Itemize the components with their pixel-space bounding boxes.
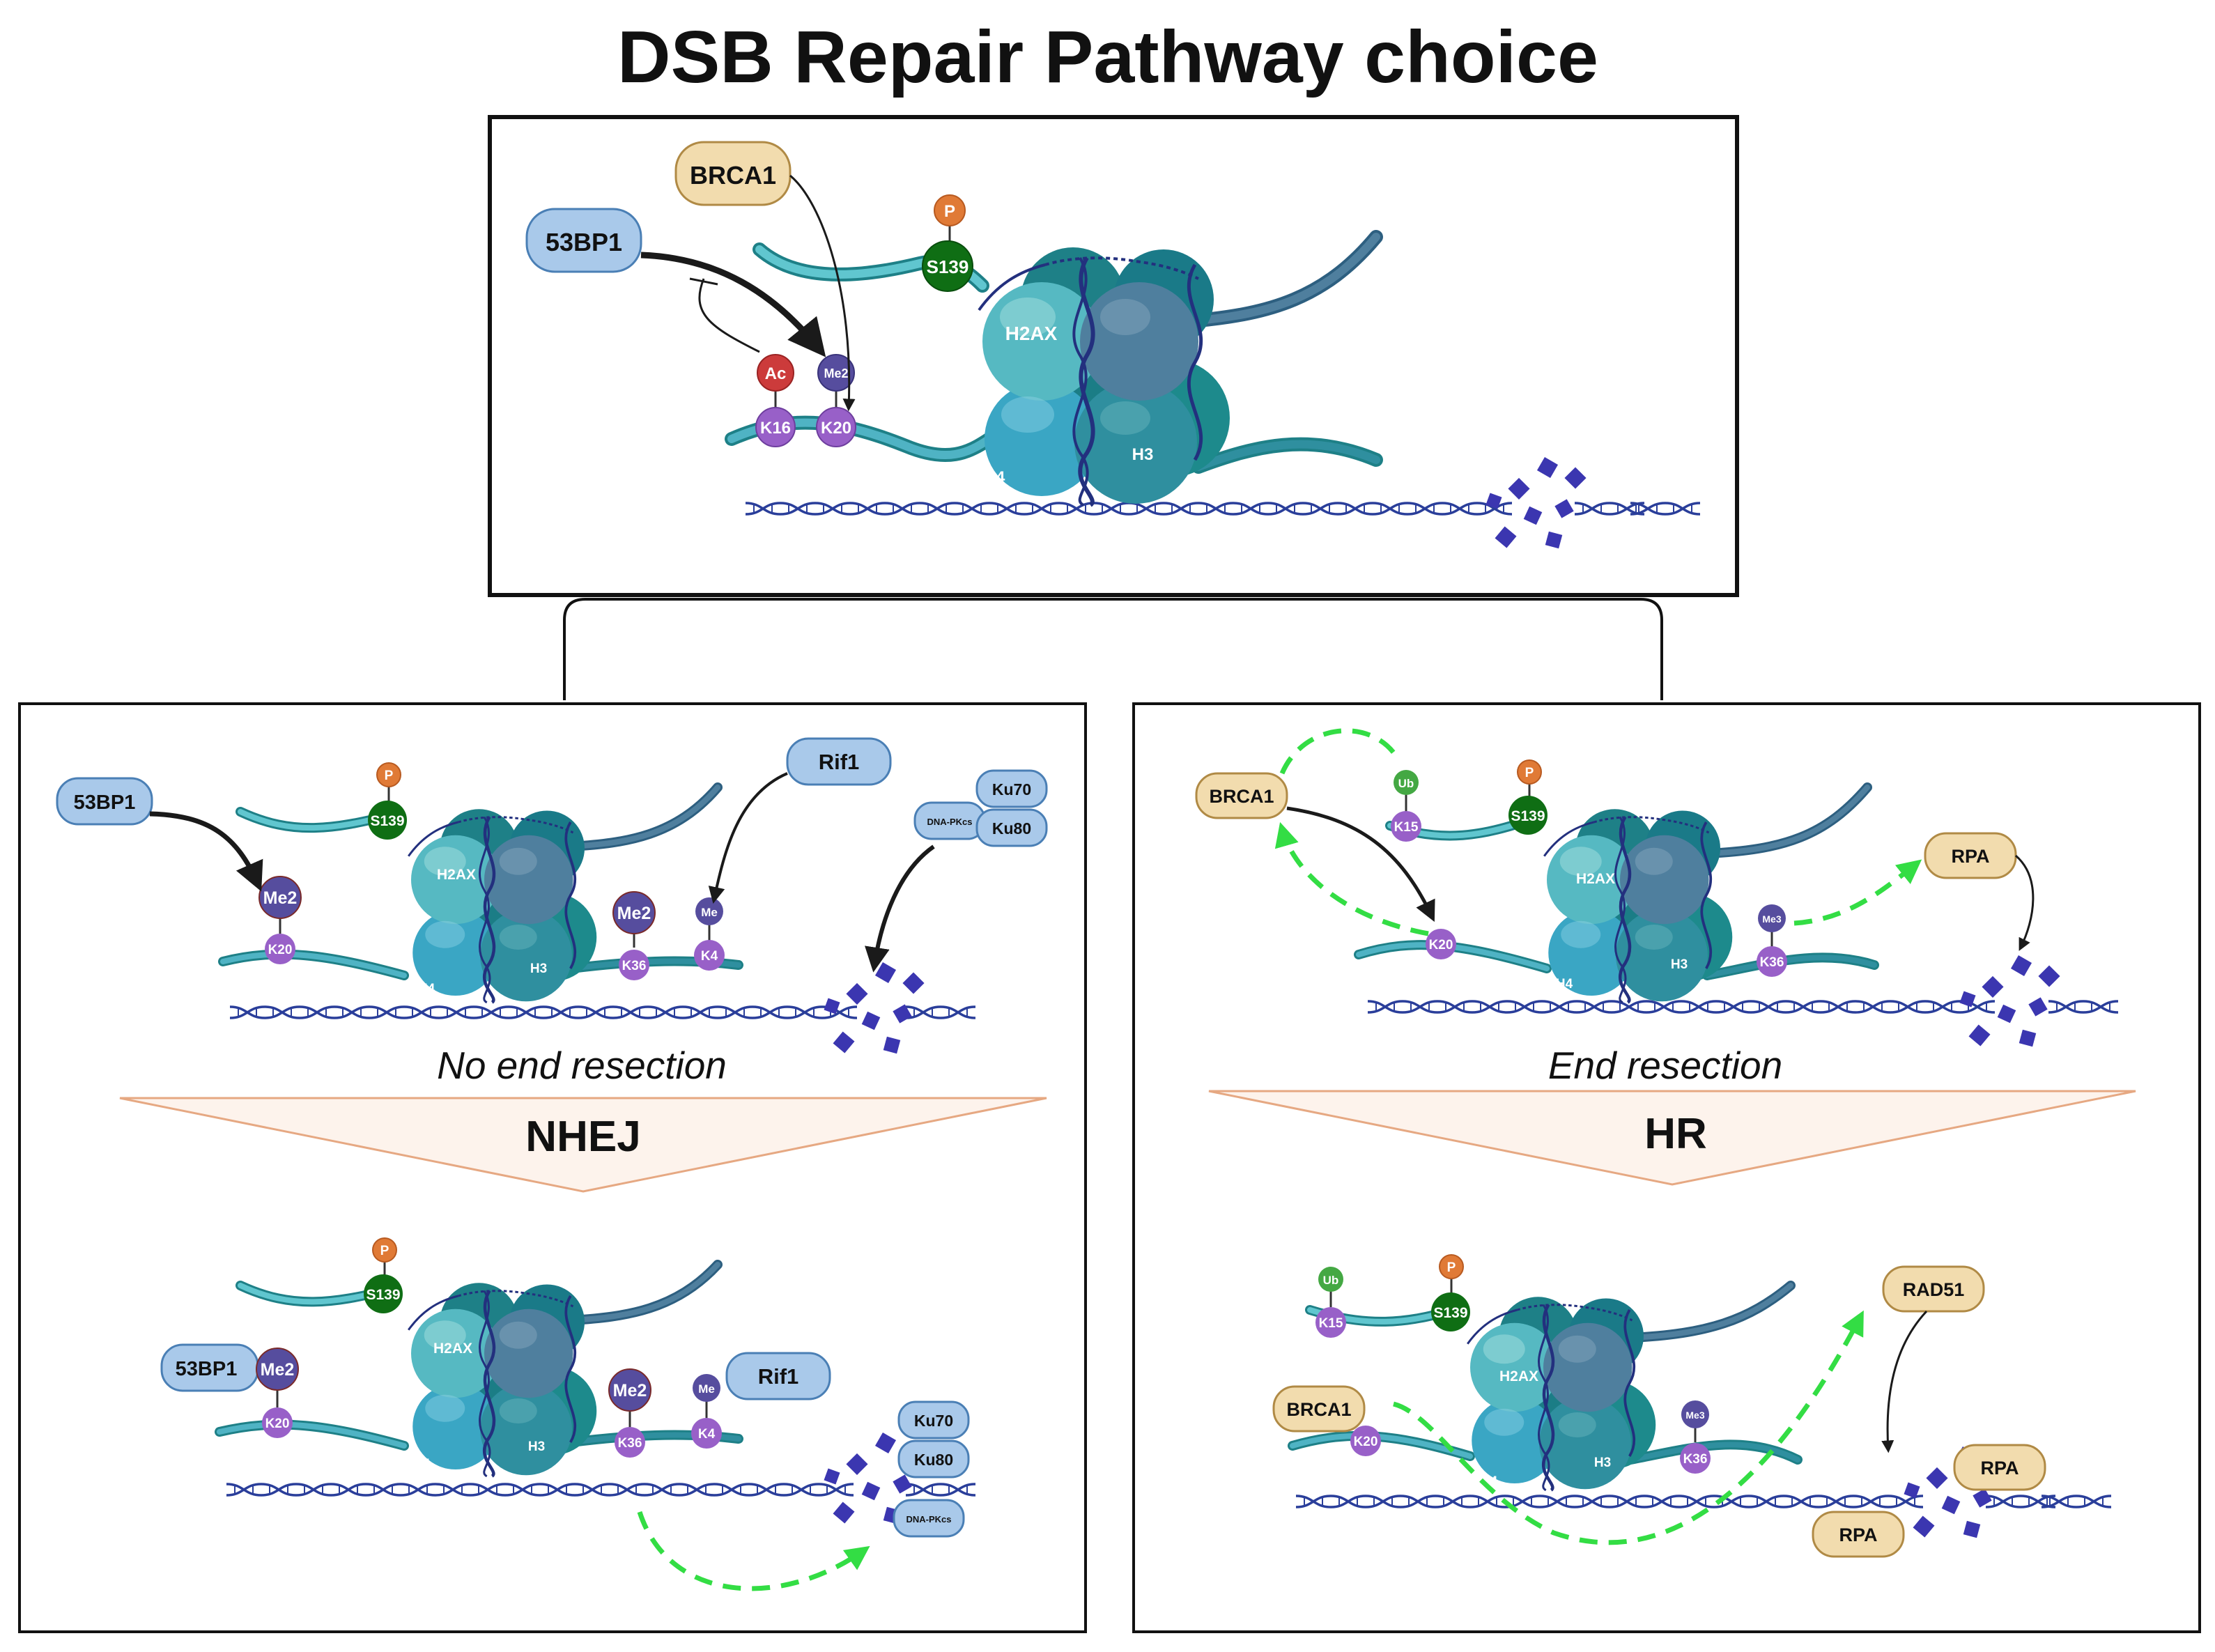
- histone-h2ax-label: H2AX: [433, 1341, 472, 1357]
- protein-rad51-label: RAD51: [1903, 1279, 1965, 1300]
- k16-mark: [755, 407, 796, 447]
- k20-label: K20: [821, 419, 851, 438]
- nhej-upper-scene: H2AX H4 H3 P S139 Me2 K20 Me2 K36 Me K4: [56, 737, 1048, 1054]
- protein-brca1-label: BRCA1: [1286, 1399, 1351, 1420]
- me-label: Me: [701, 906, 718, 919]
- histone-h4-label: H4: [413, 1457, 431, 1472]
- k15-label: K15: [1394, 820, 1419, 835]
- ub-label: Ub: [1398, 777, 1414, 790]
- k16-label: K16: [760, 419, 791, 438]
- protein-ku80-label: Ku80: [914, 1451, 953, 1469]
- histone-h2ax-label: H2AX: [437, 867, 476, 883]
- histone-h3-label: H3: [1671, 957, 1688, 972]
- me-label: Me: [698, 1382, 715, 1396]
- protein-53bp1-label: 53BP1: [176, 1358, 238, 1380]
- histone-h3-label: H3: [528, 1439, 545, 1454]
- protein-53bp1-label: 53BP1: [74, 792, 136, 814]
- me2-label: Me2: [613, 1381, 647, 1400]
- phospho-label: P: [944, 202, 955, 221]
- k36-label: K36: [618, 1436, 642, 1451]
- protein-ku80-label: Ku80: [992, 819, 1031, 837]
- histone-h2ax-label: H2AX: [1499, 1368, 1538, 1384]
- branch-connector: [563, 598, 1663, 700]
- histone-h3-label: H3: [530, 962, 547, 976]
- protein-brca1-label: BRCA1: [1209, 786, 1274, 807]
- phospho-mark: [934, 194, 966, 226]
- protein-ku70-label: Ku70: [992, 780, 1031, 798]
- nhej-lower-scene: H2AX H4 H3 P S139 53BP1 Me2 K20 Me2 K36 …: [160, 1237, 977, 1591]
- nhej-resection-text: No end resection: [437, 1044, 727, 1087]
- s139-label: S139: [1433, 1305, 1467, 1321]
- k20-label: K20: [268, 943, 293, 957]
- k4-label: K4: [698, 1427, 716, 1442]
- figure-title: DSB Repair Pathway choice: [617, 16, 1598, 98]
- nhej-panel: H2AX H4 H3 P S139 Me2 K20 Me2 K36 Me K4: [18, 702, 1087, 1633]
- histone-h2ax-label: H2AX: [1005, 323, 1058, 344]
- s139-label: S139: [370, 813, 404, 829]
- phospho-label: P: [1447, 1260, 1456, 1275]
- histone-h4-label: H4: [984, 468, 1005, 487]
- k20-mark: [816, 407, 856, 447]
- me3-label: Me3: [1762, 913, 1781, 925]
- hr-pathway-label: HR: [1644, 1110, 1707, 1158]
- histone-h4-label: H4: [1556, 977, 1573, 991]
- hr-funnel: [1208, 1090, 2136, 1186]
- me2-label: Me2: [263, 888, 298, 908]
- s139-label: S139: [927, 256, 969, 277]
- protein-53bp1: [525, 208, 642, 273]
- acetyl-mark: [757, 354, 794, 392]
- hr-panel: H2AX H4 H3 P S139 Ub K15 K20 Me3 K36 BRC…: [1132, 702, 2201, 1633]
- me2-label: Me2: [824, 366, 848, 380]
- protein-dnapkcs-label: DNA-PKcs: [927, 817, 972, 827]
- histone-h3-label: H3: [1132, 445, 1154, 464]
- me3-label: Me3: [1685, 1410, 1704, 1421]
- protein-53bp1-label: 53BP1: [546, 228, 622, 256]
- protein-rpa-label: RPA: [1951, 846, 1989, 867]
- k20-label: K20: [1354, 1435, 1378, 1449]
- protein-rif1-label: Rif1: [758, 1364, 799, 1389]
- protein-rif1-label: Rif1: [819, 750, 860, 774]
- k36-label: K36: [1760, 955, 1784, 970]
- hr-lower-scene: H2AX H4 H3 P S139 Ub K15 BRCA1 K20 Me3 K…: [1272, 1254, 2113, 1558]
- protein-brca1: [674, 141, 792, 206]
- protein-rpa-label: RPA: [1839, 1524, 1877, 1545]
- k20-label: K20: [1429, 938, 1453, 952]
- k36-label: K36: [622, 959, 647, 973]
- phospho-label: P: [385, 769, 394, 783]
- hr-resection-text: End resection: [1548, 1044, 1782, 1087]
- ub-label: Ub: [1323, 1274, 1339, 1287]
- top-panel: H2AX H4 H3 P S139 Ac K16 Me2 K20 53BP1 B…: [488, 115, 1739, 597]
- protein-brca1-label: BRCA1: [690, 161, 776, 190]
- protein-ku70-label: Ku70: [914, 1412, 953, 1430]
- histone-h4-label: H4: [418, 982, 435, 996]
- s139-label: S139: [366, 1287, 400, 1303]
- k36-label: K36: [1683, 1452, 1708, 1467]
- me2-mark: [817, 354, 855, 392]
- k20-label: K20: [265, 1416, 290, 1431]
- k4-label: K4: [701, 949, 718, 964]
- s139-label: S139: [1511, 808, 1545, 824]
- s139-mark: [922, 240, 973, 292]
- protein-rpa-label: RPA: [1980, 1458, 2019, 1479]
- acetyl-label: Ac: [765, 364, 787, 383]
- k15-label: K15: [1319, 1316, 1343, 1331]
- protein-dnapkcs-label: DNA-PKcs: [906, 1514, 951, 1524]
- me2-label: Me2: [261, 1360, 295, 1380]
- hr-upper-scene: H2AX H4 H3 P S139 Ub K15 K20 Me3 K36 BRC…: [1195, 728, 2120, 1047]
- phospho-label: P: [380, 1244, 389, 1258]
- me2-label: Me2: [617, 904, 651, 923]
- phospho-label: P: [1525, 766, 1534, 780]
- nhej-pathway-label: NHEJ: [525, 1113, 640, 1161]
- histone-h2ax-label: H2AX: [1576, 871, 1615, 887]
- nhej-funnel: [119, 1097, 1047, 1193]
- histone-h3-label: H3: [1594, 1456, 1611, 1470]
